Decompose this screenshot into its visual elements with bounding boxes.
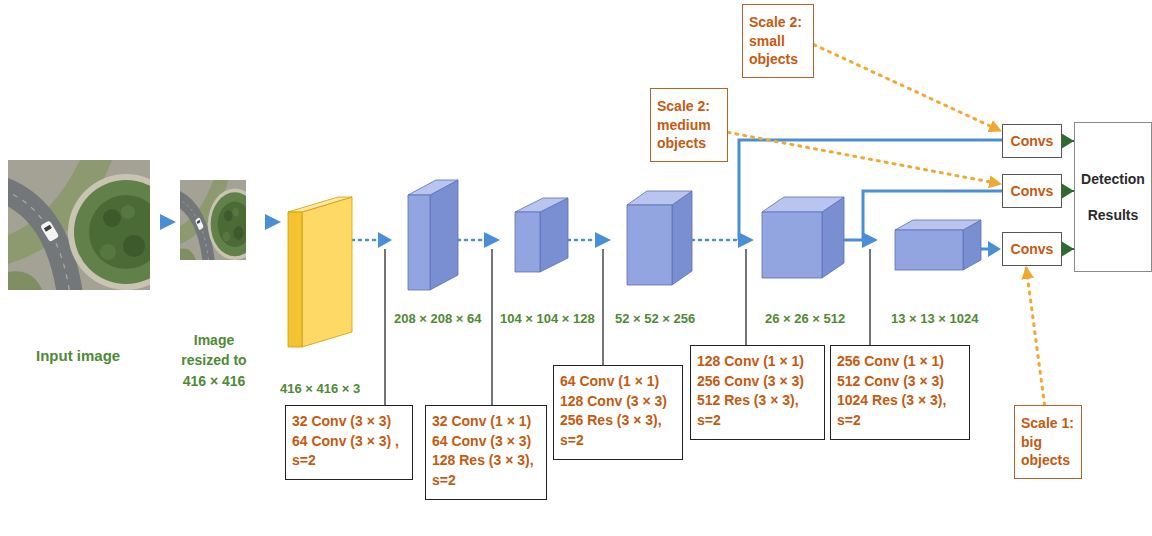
feature-map	[627, 205, 672, 285]
leader-line	[602, 249, 603, 365]
node-text: 32 Conv (1 × 1) 64 Conv (3 × 3) 128 Res …	[432, 412, 540, 490]
convs-box: Convs	[1002, 232, 1062, 266]
input-photo	[3, 160, 184, 295]
feature-map	[762, 212, 822, 278]
feature-map	[895, 230, 963, 270]
layer-spec-box: 256 Conv (1 × 1) 512 Conv (3 × 3) 1024 R…	[830, 345, 970, 440]
callout-arrow	[728, 132, 1002, 184]
scale-callout: Scale 1: big objects	[1014, 405, 1082, 479]
node-text: Convs	[1011, 183, 1054, 200]
flow-arrow	[595, 232, 611, 248]
layer-spec-box: 32 Conv (3 × 3) 64 Conv (3 × 3) , s=2	[285, 405, 413, 480]
dimension-label: 26 × 26 × 512	[765, 310, 845, 329]
node-text: Scale 2: small objects	[749, 13, 807, 70]
input-tensor	[288, 197, 352, 347]
feature-map	[288, 180, 981, 347]
flow-line	[844, 239, 862, 242]
feature-map	[627, 191, 692, 205]
convs-box: Convs	[1002, 124, 1062, 158]
leader-line	[384, 249, 385, 405]
caption-label: Image resized to 416 × 416	[174, 330, 254, 391]
node-text: Scale 2: medium objects	[657, 97, 721, 154]
dimension-label: 208 × 208 × 64	[394, 310, 481, 329]
dotted-flow-line	[568, 239, 595, 242]
flow-arrow	[265, 214, 281, 230]
dimension-label: 104 × 104 × 128	[500, 310, 595, 329]
dimension-label: 52 × 52 × 256	[615, 310, 695, 329]
node-text: 256 Conv (1 × 1) 512 Conv (3 × 3) 1024 R…	[837, 352, 963, 430]
flow-arrow	[160, 214, 1001, 257]
resized-photo	[178, 180, 262, 263]
output-arrow	[1062, 190, 1074, 192]
flow-line	[981, 248, 988, 251]
caption-label: Input image	[36, 345, 120, 367]
leader-line	[869, 249, 870, 345]
flow-arrow	[378, 232, 392, 248]
node-text: 64 Conv (1 × 1) 128 Conv (3 × 3) 256 Res…	[560, 372, 676, 450]
feature-map	[762, 197, 844, 212]
flow-arrow	[484, 232, 500, 248]
feature-map	[895, 220, 981, 230]
convs-box: Convs	[1002, 174, 1062, 208]
node-text: Convs	[1011, 241, 1054, 258]
input-tensor	[288, 197, 352, 212]
output-arrow	[1062, 248, 1074, 250]
feature-map	[515, 198, 568, 212]
feature-map	[672, 191, 692, 285]
feature-map	[408, 180, 981, 290]
output-arrow	[1062, 140, 1074, 142]
callout-arrow	[1026, 266, 1045, 405]
layer-spec-box: 64 Conv (1 × 1) 128 Conv (3 × 3) 256 Res…	[553, 365, 683, 460]
flow-arrow	[160, 214, 176, 230]
callout-arrow	[814, 45, 1002, 132]
scale-callout: Scale 2: small objects	[742, 4, 814, 78]
layer-spec-box: 32 Conv (1 × 1) 64 Conv (3 × 3) 128 Res …	[425, 405, 547, 500]
node-text: Convs	[1011, 133, 1054, 150]
detection-box: Detection Results	[1074, 122, 1152, 272]
node-text: 128 Conv (1 × 1) 256 Conv (3 × 3) 512 Re…	[697, 352, 818, 430]
leader-line	[745, 249, 746, 345]
node-text: 32 Conv (3 × 3) 64 Conv (3 × 3) , s=2	[292, 412, 406, 471]
dimension-label: 416 × 416 × 3	[280, 380, 360, 399]
node-text: Detection Results	[1079, 161, 1147, 234]
dotted-flow-line	[352, 239, 378, 242]
dimension-label: 13 × 13 × 1024	[891, 310, 978, 329]
dotted-flow-line	[458, 239, 484, 242]
scale-callout: Scale 2: medium objects	[650, 88, 728, 162]
node-text: Scale 1: big objects	[1021, 414, 1075, 471]
feature-map	[515, 212, 540, 272]
input-tensor	[288, 212, 302, 347]
layer-spec-box: 128 Conv (1 × 1) 256 Conv (3 × 3) 512 Re…	[690, 345, 825, 440]
dotted-flow-line	[692, 239, 738, 242]
feature-map	[430, 180, 458, 290]
leader-line	[491, 249, 492, 405]
input-tensor	[302, 197, 352, 347]
feature-map	[408, 180, 458, 195]
feature-map	[408, 195, 430, 290]
flow-arrow	[988, 241, 1001, 257]
